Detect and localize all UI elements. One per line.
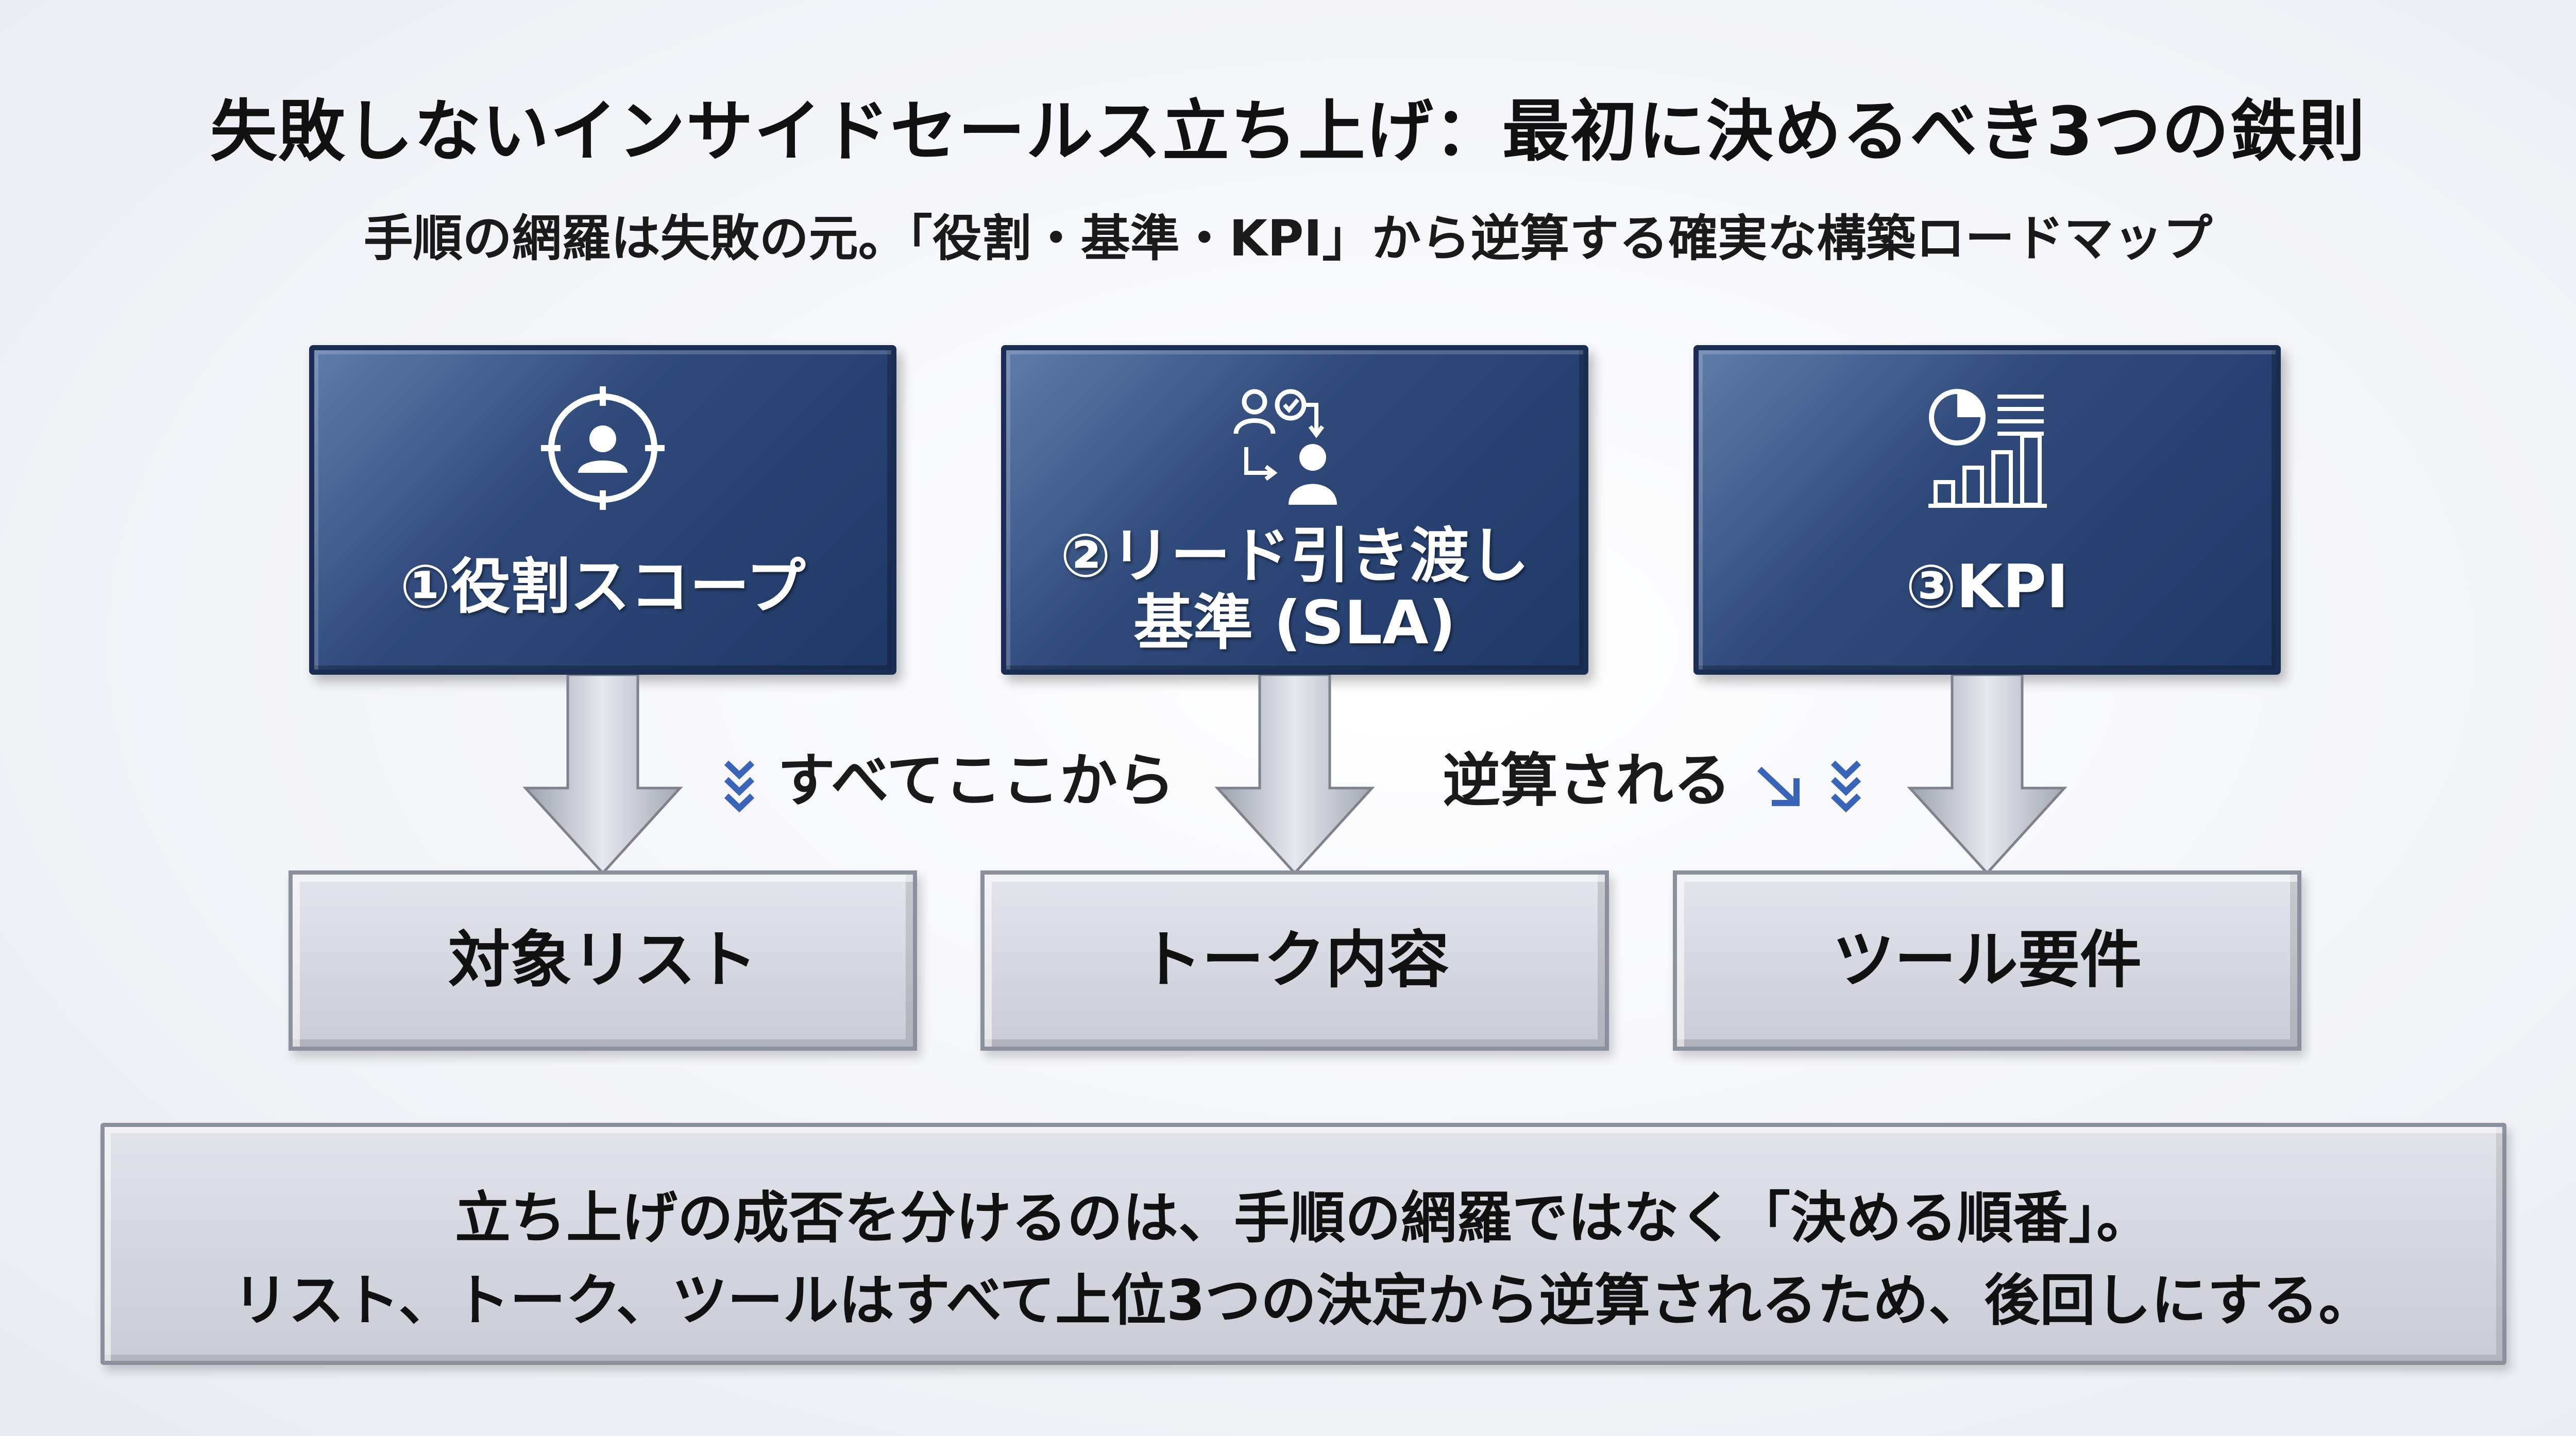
page-title: 失敗しないインサイドセールス立ち上げ：最初に決めるべき3つの鉄則 bbox=[210, 92, 2366, 170]
double-chevron-down-icon bbox=[724, 760, 755, 813]
summary-line-1: 立ち上げの成否を分けるのは、手順の網羅ではなく「決める順番」。 bbox=[454, 1186, 2152, 1251]
down-arrow-icon bbox=[1907, 675, 2067, 875]
chart-icon bbox=[1928, 389, 2047, 508]
connector-left: すべてここから bbox=[721, 734, 1175, 817]
double-chevron-down-icon bbox=[1831, 760, 1861, 813]
down-arrow-icon bbox=[522, 675, 683, 875]
outcome-talk-content: トーク内容 bbox=[980, 870, 1609, 1051]
outcome-tool-requirements: ツール要件 bbox=[1673, 870, 2301, 1051]
pillar-label: ②リード引き渡し bbox=[1060, 521, 1530, 591]
summary-line-2: リスト、トーク、ツールはすべて上位3つの決定から逆算されるため、後回しにする。 bbox=[232, 1269, 2375, 1333]
connector-right-text: 逆算される bbox=[1443, 747, 1731, 814]
handoff-people-icon bbox=[1233, 389, 1337, 505]
page-subtitle: 手順の網羅は失敗の元。「役割・基準・KPI」から逆算する確実な構築ロードマップ bbox=[363, 210, 2213, 267]
pillar-role-scope: ①役割スコープ bbox=[309, 345, 896, 675]
outcome-target-list: 対象リスト bbox=[289, 870, 917, 1051]
summary-box: 立ち上げの成否を分けるのは、手順の網羅ではなく「決める順番」。 リスト、トーク、… bbox=[100, 1123, 2506, 1365]
arrow-down-right-icon bbox=[1757, 766, 1800, 807]
connector-right: 逆算される bbox=[1443, 734, 1864, 817]
pillar-label-line2: 基準 (SLA) bbox=[1133, 588, 1456, 658]
pillar-label: ③KPI bbox=[1905, 552, 2069, 622]
pillar-lead-handoff: ②リード引き渡し 基準 (SLA) bbox=[1001, 345, 1588, 675]
pillar-kpi: ③KPI bbox=[1693, 345, 2281, 675]
down-arrow-icon bbox=[1214, 675, 1375, 875]
target-person-icon bbox=[541, 386, 665, 510]
connector-left-text: すべてここから bbox=[777, 747, 1175, 814]
pillar-label: ①役割スコープ bbox=[400, 552, 806, 622]
